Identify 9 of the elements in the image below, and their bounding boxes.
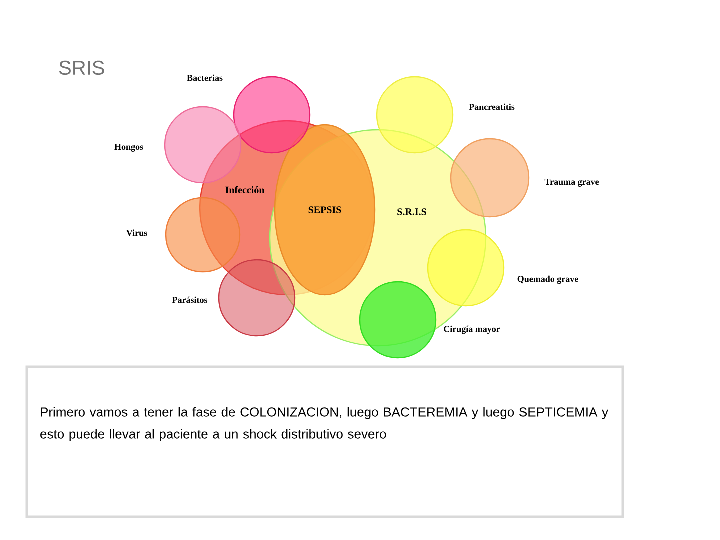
title: SRIS xyxy=(59,60,104,76)
node-label: Virus xyxy=(126,230,148,236)
node-label: Hongos xyxy=(114,144,144,152)
node-label: Bacterias xyxy=(187,74,223,82)
node-label: Quemado grave xyxy=(518,276,578,284)
node-label: Pancreatitis xyxy=(469,104,515,110)
node-label: Trauma grave xyxy=(544,179,600,187)
node-label: Parásitos xyxy=(172,296,208,304)
text-box: Primero vamos a tener la fase de COLONIZACION, luego BACTEREMIA y luego SEPTICEMIA y esto puede llevar al paciente a un shock distributivo severo xyxy=(26,366,624,518)
